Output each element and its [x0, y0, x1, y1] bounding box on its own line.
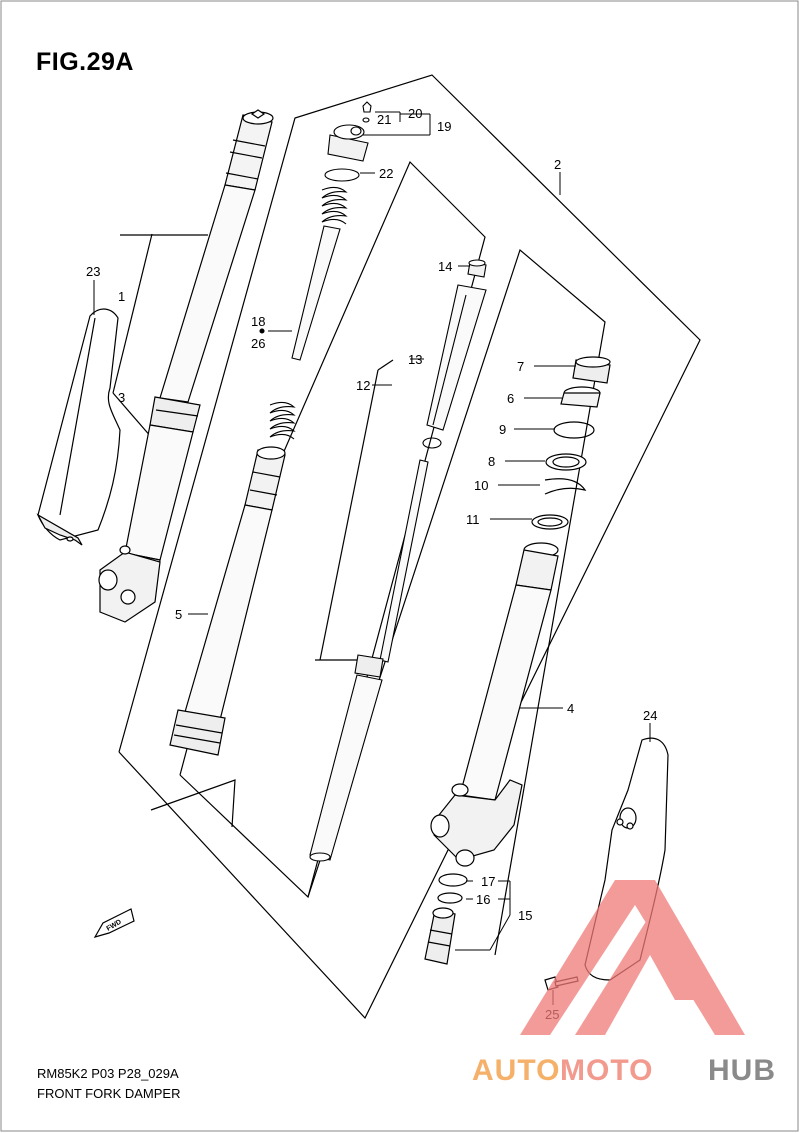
callout-26: 26 — [251, 336, 265, 351]
callout-16: 16 — [476, 892, 490, 907]
watermark-text: AUTO MOTO HUB — [472, 1054, 776, 1087]
callout-13: 13 — [408, 352, 422, 367]
diagram-code: RM85K2 P03 P28_029A — [37, 1066, 179, 1081]
figure-title: FIG.29A — [36, 48, 134, 76]
watermark-hub: HUB — [708, 1054, 776, 1087]
fork-guard-part-23 — [36, 308, 121, 546]
callout-5: 5 — [175, 607, 182, 622]
spring-assembly-part-18 — [259, 101, 372, 440]
callout-11: 11 — [466, 512, 480, 527]
callout-9: 9 — [499, 422, 506, 437]
watermark-auto: AUTO — [472, 1054, 560, 1087]
callout-2: 2 — [554, 157, 561, 172]
callout-17: 17 — [481, 874, 495, 889]
callout-leader-lines — [93, 111, 651, 1005]
callout-8: 8 — [488, 454, 495, 469]
callout-4: 4 — [567, 701, 574, 716]
callout-22: 22 — [379, 166, 393, 181]
callout-10: 10 — [474, 478, 488, 493]
callout-12: 12 — [356, 378, 370, 393]
callout-24: 24 — [643, 708, 657, 723]
callout-14: 14 — [438, 259, 452, 274]
callout-19: 19 — [437, 119, 451, 134]
watermark-moto: MOTO — [560, 1054, 653, 1087]
callout-21: 21 — [377, 112, 391, 127]
watermark-logo — [520, 880, 745, 1035]
callout-1: 1 — [118, 289, 125, 304]
callout-23: 23 — [86, 264, 100, 279]
callout-7: 7 — [517, 359, 524, 374]
fwd-direction-arrow: FWD — [93, 908, 135, 938]
fork-cylinder-part-5 — [169, 446, 286, 756]
lower-leg-part-4 — [430, 542, 559, 867]
outer-tube-part-1 — [98, 109, 274, 623]
diagram-caption: FRONT FORK DAMPER — [37, 1086, 181, 1101]
bottom-valve-parts-15-17 — [424, 873, 468, 965]
seal-stack-parts-6-11 — [531, 356, 611, 530]
callout-20: 20 — [408, 106, 422, 121]
callout-3: 3 — [118, 390, 125, 405]
damper-rod-part-12 — [309, 259, 487, 862]
callout-15: 15 — [518, 908, 532, 923]
callout-6: 6 — [507, 391, 514, 406]
callout-18: 18 — [251, 314, 265, 329]
